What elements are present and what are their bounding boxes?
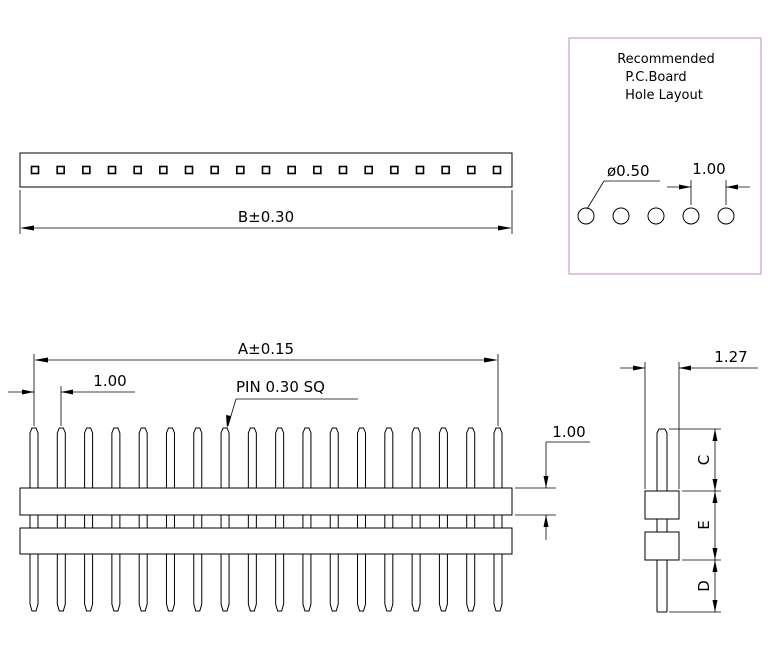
hole-pitch-label: 1.00 (692, 160, 725, 178)
pcb-holes (577, 207, 735, 225)
front-view-pin (84, 427, 94, 612)
top-view-hole (313, 165, 322, 175)
top-view-hole (338, 165, 348, 175)
top-view-length-label: B±0.30 (238, 208, 294, 226)
arrow-right (498, 225, 512, 231)
dimension-d-label: D (695, 580, 713, 592)
front-view-pin (56, 427, 66, 612)
top-view-hole (236, 165, 245, 175)
pcb-hole (647, 207, 665, 225)
front-view-pin (247, 427, 257, 612)
front-view-pin (493, 427, 503, 612)
hole-layout-title-line2: P.C.Board (625, 70, 686, 85)
top-view-hole (133, 165, 142, 175)
arrow-up (712, 560, 718, 572)
front-view-pins (29, 427, 503, 612)
front-view-pin (329, 427, 339, 612)
arrow-left (679, 365, 691, 371)
dimension-e-label: E (695, 520, 713, 529)
front-view-pin (220, 427, 230, 612)
arrow-down (712, 600, 718, 612)
top-view-hole (82, 165, 91, 175)
top-view-hole (287, 165, 296, 175)
front-view-pin (357, 427, 367, 612)
pin-size-label: PIN 0.30 SQ (236, 378, 325, 396)
arrow-down (543, 476, 549, 488)
top-view-hole (210, 165, 219, 175)
arrow-left (20, 225, 34, 231)
diameter-leader (586, 180, 605, 210)
pcb-hole (682, 207, 700, 225)
top-view-holes (30, 165, 502, 175)
front-view-pin (302, 427, 312, 612)
front-pitch-label: 1.00 (93, 372, 126, 390)
top-view-hole (261, 165, 271, 175)
side-view-pin (656, 428, 668, 612)
hole-layout-title-line3: Hole Layout (625, 88, 703, 103)
arrow-up (712, 491, 718, 503)
arrow-right (679, 184, 691, 190)
top-view-hole (492, 165, 502, 175)
front-view-pin (438, 427, 448, 612)
top-view-hole (390, 165, 399, 175)
pcb-hole (612, 207, 630, 225)
front-view-pin (411, 427, 421, 612)
arrow-down (226, 415, 231, 428)
arrow-down (712, 479, 718, 491)
insulator-thickness-label: 1.00 (552, 423, 585, 441)
front-view-pin (466, 427, 476, 612)
front-view: A±0.15 1.00 PIN 0.30 SQ 1.00 (8, 340, 590, 612)
top-view-hole (467, 165, 476, 175)
arrow-down (712, 548, 718, 560)
row-pitch-label: 1.27 (714, 348, 747, 366)
arrow-right (484, 357, 498, 363)
hole-layout-panel: Recommended P.C.Board Hole Layout ø0.50 … (568, 37, 762, 275)
front-view-pin (138, 427, 148, 612)
top-view-hole (30, 165, 40, 175)
front-view-pin (29, 427, 39, 612)
arrow-right (633, 365, 645, 371)
hole-diameter-label: ø0.50 (607, 162, 650, 180)
arrow-left (726, 184, 738, 190)
top-view-hole (441, 165, 450, 175)
arrow-left (34, 357, 48, 363)
top-view-housing (19, 152, 513, 188)
pin-leader (227, 398, 237, 427)
front-view-pin (111, 427, 121, 612)
front-view-pin (275, 427, 285, 612)
front-view-pin (193, 427, 203, 612)
arrow-left (61, 389, 73, 395)
front-view-pin (165, 427, 175, 612)
side-view-insulator-bottom (644, 531, 680, 561)
hole-layout-title-line1: Recommended (617, 52, 715, 67)
arrow-up (543, 515, 549, 527)
dimension-c-label: C (695, 455, 713, 465)
front-view-insulator-bottom (19, 527, 513, 555)
top-view-hole (56, 165, 65, 175)
side-view-insulator-top (644, 490, 680, 520)
top-view-hole (107, 165, 117, 175)
front-view-insulator-top (19, 487, 513, 516)
pcb-hole (717, 207, 735, 225)
front-overall-label: A±0.15 (238, 340, 294, 358)
top-view: B±0.30 (19, 152, 513, 234)
hole-layout-border (568, 37, 762, 275)
top-view-hole (184, 165, 194, 175)
top-view-hole (415, 165, 425, 175)
pcb-hole (577, 207, 595, 225)
arrow-right (22, 389, 34, 395)
front-view-pin (384, 427, 394, 612)
arrow-up (712, 429, 718, 441)
top-view-hole (364, 165, 373, 175)
top-view-hole (159, 165, 168, 175)
side-view: 1.27 C E D (620, 348, 758, 613)
